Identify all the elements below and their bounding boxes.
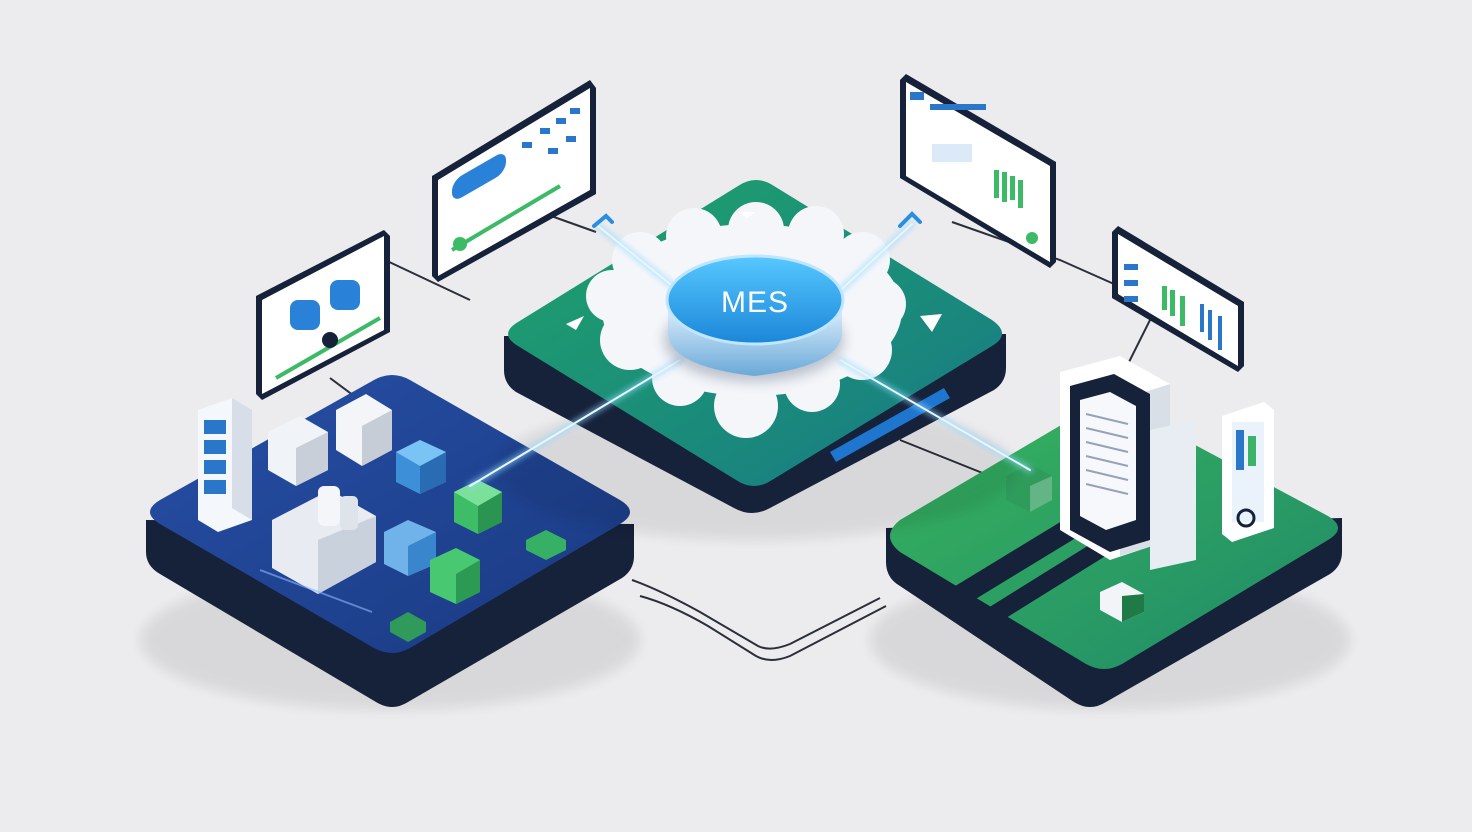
arrow-indicator-top xyxy=(738,212,756,218)
dashboard-panel-right xyxy=(1112,226,1244,372)
blue-cube-icon-b xyxy=(384,520,436,576)
green-cube-icon xyxy=(454,480,502,534)
connector-left-to-right xyxy=(631,579,881,650)
dashboard-panel-top-right xyxy=(900,74,1056,268)
factory-machine-icon xyxy=(259,394,392,613)
dashboard-panel-left xyxy=(256,230,390,400)
green-cube-icon-b xyxy=(430,548,480,604)
data-beams xyxy=(467,211,1033,489)
server-rack-icon xyxy=(1060,356,1196,570)
blue-cube-icon xyxy=(396,440,446,494)
connector-panel-left-hub xyxy=(384,259,471,301)
mes-hub-icon: MES xyxy=(664,254,845,382)
arrow-indicator-right xyxy=(920,314,942,332)
green-tile-icon xyxy=(390,530,566,642)
mes-hub-label: MES xyxy=(721,286,789,319)
tablet-device-icon-right xyxy=(1222,402,1274,542)
arrow-indicator-left xyxy=(566,316,584,330)
green-device-icon xyxy=(1006,464,1052,512)
connector-left-to-right-b xyxy=(639,595,887,661)
dashboard-panel-top-left xyxy=(432,80,596,282)
mes-hub-top xyxy=(665,254,845,346)
tablet-device-icon xyxy=(198,398,252,532)
small-box-icon xyxy=(1100,582,1144,622)
left-platform xyxy=(140,375,640,710)
